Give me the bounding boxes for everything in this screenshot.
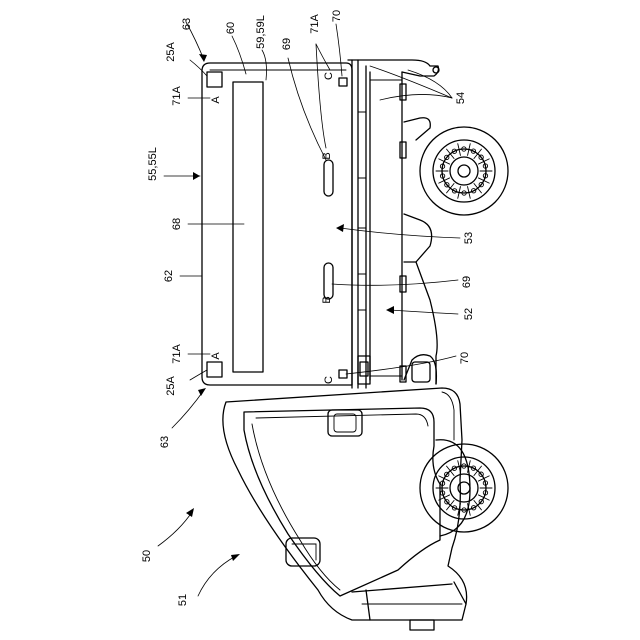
front-wheel-assembly xyxy=(420,444,508,532)
label-60: 60 xyxy=(225,22,237,34)
marker-c-top xyxy=(339,78,347,86)
label-25a-bottom: 25A xyxy=(165,376,177,396)
chassis-frame xyxy=(348,60,439,388)
label-70-top: 70 xyxy=(331,10,343,22)
label-71a-left-top: 71A xyxy=(171,86,183,106)
corner-mark-top xyxy=(207,72,222,87)
cab-body xyxy=(223,388,470,630)
corner-mark-bottom xyxy=(207,362,222,377)
label-62: 62 xyxy=(163,270,175,282)
label-63-bottom: 63 xyxy=(159,436,171,448)
label-68: 68 xyxy=(171,218,183,230)
label-51: 51 xyxy=(177,594,189,606)
label-c-bottom: C xyxy=(323,376,335,384)
label-55-55l: 55,55L xyxy=(147,147,159,181)
label-70-bottom: 70 xyxy=(459,352,471,364)
label-a-bottom: A xyxy=(210,352,222,360)
label-59-59l: 59,59L xyxy=(255,15,267,49)
leader-lines xyxy=(158,22,460,596)
label-71a-bottom: 71A xyxy=(171,344,183,364)
label-50: 50 xyxy=(141,550,153,562)
wheel-spoke xyxy=(478,159,489,164)
label-b-top: B xyxy=(321,152,333,159)
side-panel-68 xyxy=(233,82,263,372)
wheel-spoke xyxy=(478,476,489,481)
label-69-bottom: 69 xyxy=(461,276,473,288)
label-53: 53 xyxy=(463,232,475,244)
label-25a-top: 25A xyxy=(165,42,177,62)
label-a-top: A xyxy=(210,96,222,104)
label-63-top: 63 xyxy=(181,18,193,30)
reference-labels: 63 25A 60 59,59L 69 71A 70 71A A C B 54 … xyxy=(141,10,475,606)
slot-69-bottom xyxy=(324,263,333,299)
label-69-top: 69 xyxy=(281,38,293,50)
label-b-bottom: B xyxy=(321,296,333,303)
slot-69-top xyxy=(324,160,333,196)
label-c-top: C xyxy=(323,72,335,80)
label-54: 54 xyxy=(455,92,467,104)
label-52: 52 xyxy=(463,308,475,320)
side-mirror xyxy=(286,538,320,566)
label-71a-top: 71A xyxy=(309,14,321,34)
rear-wheel-assembly xyxy=(404,118,508,262)
wheel-spoke xyxy=(439,178,450,183)
